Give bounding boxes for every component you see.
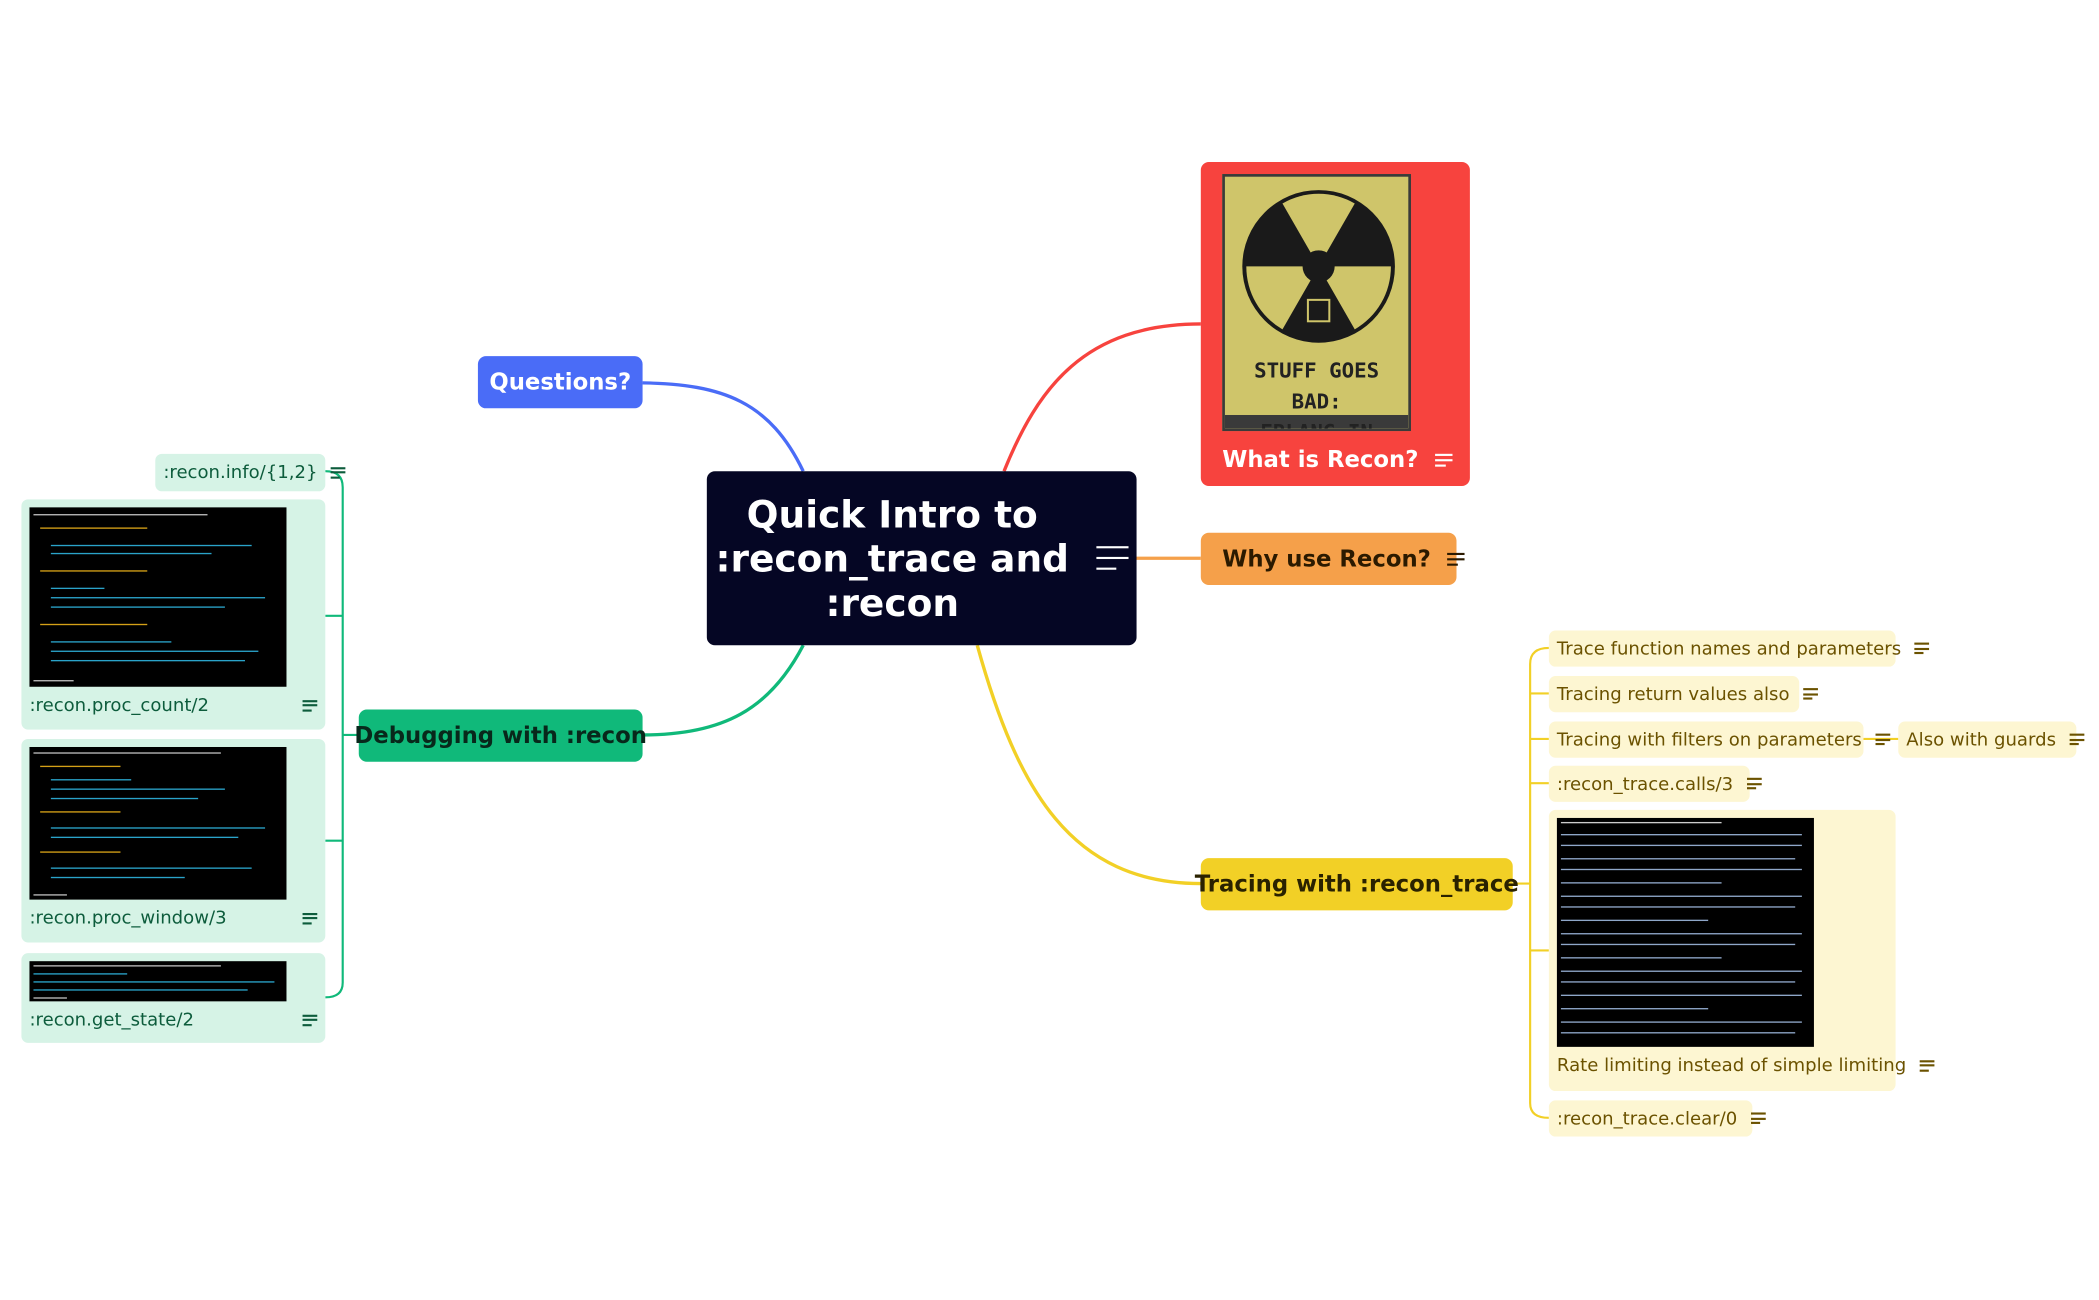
subtopic-tracing-return-values[interactable]: Tracing return values also bbox=[1548, 676, 1818, 713]
subtopic-rate-limiting[interactable]: Rate limiting instead of simple limiting bbox=[1548, 809, 1935, 1092]
rate-limiting-screenshot bbox=[1556, 817, 1814, 1047]
subtopic-label: :recon.get_state/2 bbox=[29, 1009, 194, 1031]
notes-icon[interactable] bbox=[302, 1014, 318, 1027]
topic-debugging-label: Debugging with :recon bbox=[354, 722, 647, 750]
central-topic[interactable]: Quick Intro to :recon_trace and :recon bbox=[706, 471, 1137, 646]
proc-count-screenshot bbox=[29, 507, 287, 687]
poster-title-line-1: STUFF GOES BAD: bbox=[1254, 358, 1380, 414]
topic-why-use-recon-label: Why use Recon? bbox=[1222, 545, 1431, 573]
subtopic-recon-proc-window[interactable]: :recon.proc_window/3 bbox=[21, 738, 326, 943]
notes-icon[interactable] bbox=[1095, 546, 1128, 571]
subtopic-label: Tracing with filters on parameters bbox=[1556, 728, 1862, 751]
notes-icon[interactable] bbox=[1919, 1059, 1935, 1072]
tracing-children-links bbox=[1512, 646, 1899, 1119]
notes-icon[interactable] bbox=[1914, 642, 1930, 655]
subtopic-label: :recon.proc_window/3 bbox=[29, 907, 227, 930]
erlang-in-anger-cover-image: STUFF GOES BAD: ERLANG IN ANGER bbox=[1222, 174, 1411, 432]
subtopic-label: :recon.info/{1,2} bbox=[163, 461, 318, 484]
link-questions bbox=[642, 381, 805, 472]
topic-questions-label: Questions? bbox=[489, 368, 632, 396]
topic-debugging[interactable]: Debugging with :recon bbox=[354, 709, 647, 762]
subtopic-label: :recon.proc_count/2 bbox=[29, 694, 210, 717]
subtopic-trace-function-names[interactable]: Trace function names and parameters bbox=[1548, 630, 1930, 667]
subtopic-also-with-guards[interactable]: Also with guards bbox=[1898, 721, 2085, 758]
link-what-is-recon bbox=[1002, 322, 1201, 472]
notes-icon[interactable] bbox=[302, 912, 318, 925]
subtopic-label: Rate limiting instead of simple limiting bbox=[1556, 1054, 1907, 1077]
notes-icon[interactable] bbox=[1746, 777, 1762, 790]
subtopic-recon-trace-calls[interactable]: :recon_trace.calls/3 bbox=[1548, 765, 1762, 802]
topic-what-is-recon-label: What is Recon? bbox=[1222, 447, 1419, 474]
notes-icon[interactable] bbox=[1446, 552, 1465, 566]
subtopic-label: :recon_trace.clear/0 bbox=[1556, 1107, 1738, 1130]
link-debugging bbox=[642, 644, 805, 737]
subtopic-label: Also with guards bbox=[1906, 728, 2057, 751]
subtopic-label: :recon_trace.calls/3 bbox=[1556, 773, 1734, 795]
notes-icon[interactable] bbox=[1875, 733, 1890, 746]
notes-icon[interactable] bbox=[1802, 688, 1818, 701]
subtopic-label: Tracing return values also bbox=[1556, 683, 1790, 705]
topic-tracing[interactable]: Tracing with :recon_trace bbox=[1195, 858, 1519, 911]
notes-icon[interactable] bbox=[2069, 733, 2085, 746]
notes-icon[interactable] bbox=[1750, 1112, 1766, 1125]
subtopic-recon-trace-clear[interactable]: :recon_trace.clear/0 bbox=[1548, 1100, 1766, 1137]
subtopic-label: Trace function names and parameters bbox=[1556, 637, 1902, 660]
get-state-screenshot bbox=[29, 961, 287, 1002]
subtopic-tracing-with-filters[interactable]: Tracing with filters on parameters bbox=[1548, 721, 1890, 758]
poster-title-line-2: ERLANG IN ANGER bbox=[1225, 418, 1408, 428]
subtopic-recon-get-state[interactable]: :recon.get_state/2 bbox=[21, 953, 326, 1043]
subtopic-recon-info[interactable]: :recon.info/{1,2} bbox=[155, 453, 346, 492]
link-tracing bbox=[975, 644, 1201, 886]
topic-tracing-label: Tracing with :recon_trace bbox=[1194, 870, 1519, 898]
notes-icon[interactable] bbox=[302, 699, 318, 712]
notes-icon[interactable] bbox=[1434, 453, 1452, 468]
topic-why-use-recon[interactable]: Why use Recon? bbox=[1200, 532, 1465, 586]
notes-icon[interactable] bbox=[330, 466, 346, 479]
central-topic-title: Quick Intro to :recon_trace and :recon bbox=[715, 491, 1069, 625]
proc-window-screenshot bbox=[29, 746, 287, 900]
topic-questions[interactable]: Questions? bbox=[477, 356, 643, 409]
subtopic-recon-proc-count[interactable]: :recon.proc_count/2 bbox=[21, 499, 326, 730]
